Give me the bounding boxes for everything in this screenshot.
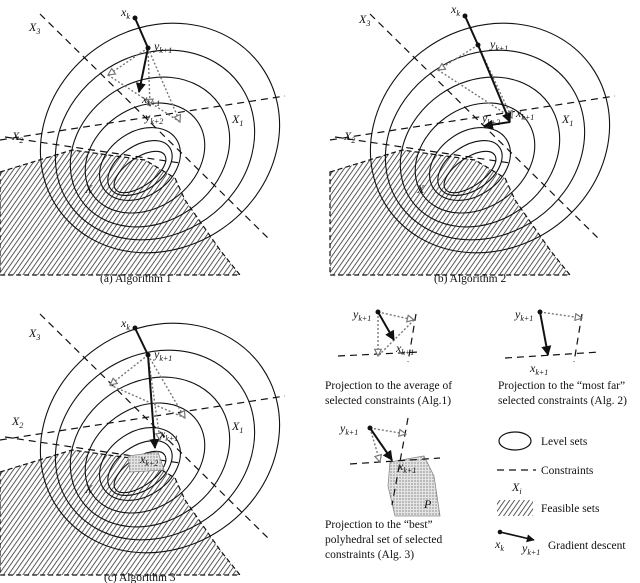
caption-b: (b) Algorithm 2 [434,273,506,285]
label-x2: X2 [343,129,355,145]
label-x3: X3 [28,326,40,342]
legend-constraints: Constraints [541,465,594,477]
label-yk1: yk+1 [352,307,371,323]
label-xk1: xk+1 [515,106,534,122]
legend-gradient-descent: Gradient descent [548,540,626,552]
label-yk1: yk+1 [489,37,508,53]
label-yk1: yk+1 [153,347,172,363]
proj-alg2-line2: selected constraints (Alg. 2) [498,395,627,407]
label-yk1: yk+1 [153,39,172,55]
label-feasible-x: X [84,482,93,496]
legend-gradient-icon [499,531,535,543]
proj-alg3-line3: constraints (Alg. 3) [325,549,414,561]
label-yk1: yk+1 [514,307,533,323]
caption-a: (a) Algorithm 1 [100,273,172,285]
legend: Level sets Constraints Xi Feasible sets … [494,431,626,557]
label-x3: X3 [28,20,40,36]
legend-level-sets: Level sets [541,436,588,448]
label-x1: X1 [561,112,573,128]
label-x3: X3 [358,12,370,28]
label-x1: X1 [231,419,243,435]
detail-alg1: yk+1 xk+1 Projection to the average of s… [325,307,452,407]
legend-feasible-icon [497,500,533,516]
panel-c: X3 X2 X1 X xk yk+1 xk+1 xk+2 (c) Algorit… [0,276,326,583]
panel-a: X3 X2 X1 X xk yk+1 xk+1 yk+2 (a) Algorit… [0,0,326,300]
label-x2: X2 [11,414,23,430]
caption-c: (c) Algorithm 3 [104,572,176,583]
proj-alg3-line2: polyhedral set of selected [325,534,442,546]
proj-alg3-line1: Projection to the “best” [325,519,433,531]
label-yk2: yk+2 [144,110,163,126]
label-xk1: xk+1 [529,361,548,377]
legend-xk: xk [494,537,504,553]
label-xk2: xk+2 [139,452,158,468]
proj-alg2-line1: Projection to the “most far” [498,380,625,392]
label-x1: X1 [231,112,243,128]
proj-alg1-line2: selected constraints (Alg.1) [325,395,451,407]
label-xk1: xk+1 [395,341,414,357]
label-feasible-x: X [84,182,93,196]
label-yk2: yk+2 [481,111,500,127]
panel-b: X3 X2 X1 X xk yk+1 xk+1 yk+2 (b) Algorit… [324,0,640,300]
legend-yk1: yk+1 [521,541,540,557]
label-xk1: xk+1 [159,427,178,443]
detail-alg2: yk+1 xk+1 Projection to the “most far” s… [498,307,627,407]
legend-constraint-xi: Xi [511,480,522,496]
label-xk1: xk+1 [141,92,160,108]
label-xk: xk [120,316,130,332]
label-yk1: yk+1 [339,421,358,437]
legend-level-set-icon [498,431,532,451]
label-xk: xk [120,5,130,21]
label-feasible-x: X [416,182,425,196]
label-p: P [423,497,432,511]
label-xk1: xk+1 [397,459,416,475]
detail-alg3: yk+1 xk+1 P Projection to the “best” pol… [325,417,442,561]
legend-feasible-sets: Feasible sets [541,503,600,515]
label-x2: X2 [11,129,23,145]
label-xk: xk [450,2,460,18]
proj-alg1-line1: Projection to the average of [325,380,452,392]
